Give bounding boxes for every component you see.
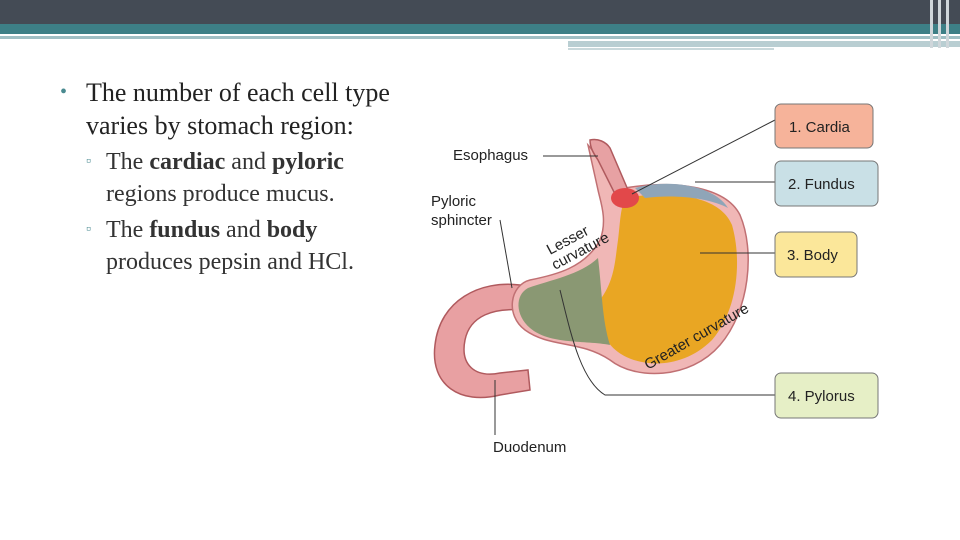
- sub-bullet-marker: ▫: [86, 222, 91, 237]
- text-part: and: [220, 217, 267, 243]
- header-rule: [0, 36, 960, 39]
- label-duodenum: Duodenum: [493, 439, 566, 456]
- stomach-diagram: Esophagus Pyloric sphincter Lesser curva…: [420, 90, 890, 470]
- region-label-cardia: 1. Cardia: [789, 119, 851, 136]
- text-part: regions produce mucus.: [106, 181, 335, 207]
- sub-bullet-text: The fundus and body produces pepsin and …: [106, 214, 400, 278]
- region-label-pylorus: 4. Pylorus: [788, 388, 855, 405]
- region-box-pylorus: [774, 372, 879, 419]
- sub-bullet-marker: ▫: [86, 154, 91, 169]
- stomach-cardia: [611, 188, 639, 208]
- sub-bullet-2: ▫ The fundus and body produces pepsin an…: [86, 214, 400, 278]
- corner-strip: [946, 0, 949, 48]
- region-box-cardia: [774, 103, 874, 149]
- header-rule-right-thin: [568, 48, 774, 50]
- text-part-bold: fundus: [149, 217, 221, 243]
- duodenum: [433, 283, 531, 399]
- main-bullet: • The number of each cell type varies by…: [60, 76, 400, 142]
- region-box-fundus: [774, 160, 879, 207]
- header-dark-bar: [0, 0, 960, 24]
- region-label-body: 3. Body: [787, 247, 838, 264]
- label-pyloric-1: Pyloric: [431, 193, 477, 210]
- header-rule-right: [568, 41, 960, 47]
- text-part-bold: cardiac: [149, 149, 226, 175]
- region-label-fundus: 2. Fundus: [788, 176, 855, 193]
- stomach-svg: Esophagus Pyloric sphincter Lesser curva…: [431, 103, 879, 456]
- corner-strip: [930, 0, 933, 48]
- leader-pylorus: [559, 289, 775, 396]
- text-part: The: [106, 217, 150, 243]
- text-part: produces pepsin and HCl.: [106, 249, 354, 275]
- sub-bullet-text: The cardiac and pyloric regions produce …: [106, 146, 400, 210]
- header-teal-bar: [0, 24, 960, 34]
- label-pyloric-2: sphincter: [431, 212, 492, 229]
- sub-bullet-1: ▫ The cardiac and pyloric regions produc…: [86, 146, 400, 210]
- slide-body: • The number of each cell type varies by…: [60, 76, 400, 278]
- leader-pyloric-sphincter: [499, 219, 513, 289]
- main-bullet-text: The number of each cell type varies by s…: [86, 78, 390, 140]
- stomach-fundus: [635, 183, 728, 208]
- text-part: and: [225, 149, 272, 175]
- text-part-bold: pyloric: [271, 149, 344, 175]
- leader-cardia: [631, 119, 776, 195]
- label-esophagus: Esophagus: [453, 147, 528, 164]
- bullet-dot: •: [60, 81, 68, 103]
- stomach-body: [598, 194, 738, 364]
- corner-strip: [938, 0, 941, 48]
- region-box-body: [774, 231, 858, 278]
- stomach-pylorus: [518, 258, 610, 345]
- text-part-bold: body: [266, 217, 318, 243]
- text-part: The: [106, 149, 150, 175]
